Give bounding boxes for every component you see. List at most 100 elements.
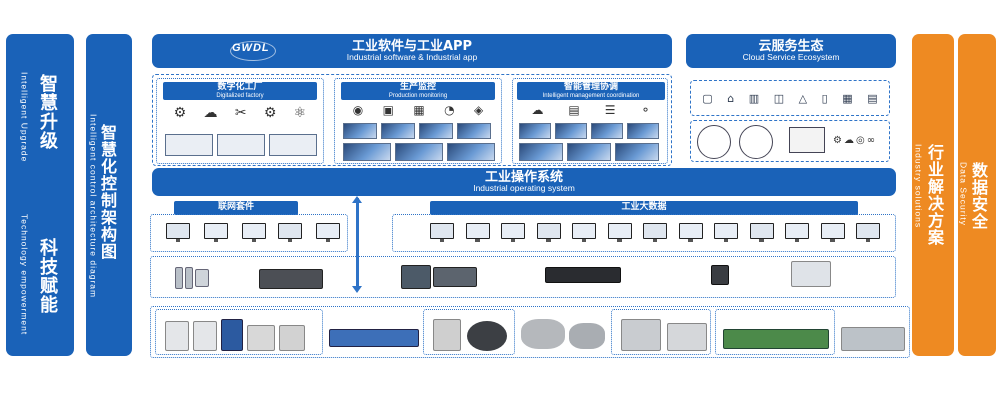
monitor-icon bbox=[749, 223, 774, 242]
production-monitoring-title: 生产监控 Production monitoring bbox=[341, 82, 495, 100]
monitor-screen bbox=[243, 224, 265, 238]
panel-intelligent-management: 智能管理协调 Intelligent management coordinati… bbox=[512, 78, 668, 164]
factory-icon: ⌂ bbox=[727, 91, 735, 105]
mgmt-thumb-4 bbox=[627, 123, 659, 139]
arrow-up-icon bbox=[352, 196, 362, 203]
banner-solutions-en: Industry solutions bbox=[913, 144, 924, 229]
monitor-icon bbox=[856, 223, 880, 242]
autoclave-icon-2 bbox=[569, 323, 605, 349]
database-icon: ◫ bbox=[773, 91, 785, 105]
monitor-thumb-4 bbox=[457, 123, 491, 139]
equipment-group-1 bbox=[155, 309, 323, 355]
iot-kit-frame bbox=[150, 214, 348, 252]
monitor-icon bbox=[785, 223, 809, 242]
monitor-thumb-2 bbox=[381, 123, 415, 139]
process-icon: ⚛ bbox=[293, 105, 307, 121]
cloud-core-box bbox=[789, 127, 825, 153]
monitor-icon bbox=[501, 223, 525, 242]
mgmt-icons: ☁ ▤ ☰ ⚬ bbox=[519, 103, 663, 121]
camera-icon: ◉ bbox=[352, 103, 364, 117]
mgmt-thumb-6 bbox=[567, 143, 611, 161]
gateway-icon bbox=[711, 265, 729, 285]
monitor-icon bbox=[714, 223, 738, 242]
mgmt-thumb-7 bbox=[615, 143, 659, 161]
server-icon: ☰ bbox=[604, 103, 616, 117]
gear-icon: ⚙ bbox=[173, 105, 187, 121]
tools-icon: ✂ bbox=[234, 105, 247, 121]
device-icon: ▢ bbox=[702, 91, 713, 105]
monitor-screen bbox=[502, 224, 524, 238]
os-cn: 工业操作系统 bbox=[484, 169, 563, 185]
digital-factory-en: Digitalized factory bbox=[216, 92, 264, 99]
production-monitoring-en: Production monitoring bbox=[388, 92, 448, 99]
hmi-panel-icon bbox=[791, 261, 831, 287]
monitor-screen bbox=[608, 224, 631, 238]
monitor-screen bbox=[573, 224, 595, 238]
banner-intelligent-upgrade: 智慧升级 Intelligent Upgrade 科技赋能 Technology… bbox=[6, 34, 74, 356]
intelligent-mgmt-cn: 智能管理协调 bbox=[563, 82, 618, 93]
monitor-thumb-6 bbox=[395, 143, 443, 161]
mgmt-thumb-3 bbox=[591, 123, 623, 139]
app-modules-frame bbox=[152, 74, 672, 166]
processing-line-icon bbox=[841, 327, 905, 351]
monitor-thumb-5 bbox=[343, 143, 391, 161]
monitor-screen bbox=[750, 224, 773, 238]
alert-icon: ◈ bbox=[474, 103, 484, 117]
monitor-icon bbox=[430, 223, 454, 242]
banner-data-security: 数据安全 Data Security bbox=[958, 34, 996, 356]
big-data-frame bbox=[392, 214, 896, 252]
header-industrial-software: GWDL 工业软件与工业APP Industrial software & In… bbox=[152, 34, 672, 68]
production-line-icon bbox=[329, 329, 419, 347]
monitor-screen bbox=[279, 224, 301, 238]
tab-iot-kit: 联网套件 bbox=[174, 201, 298, 215]
arrow-down-icon bbox=[352, 286, 362, 293]
monitor-screen bbox=[857, 224, 879, 238]
monitor-icon bbox=[607, 223, 632, 242]
intelligent-mgmt-title: 智能管理协调 Intelligent management coordinati… bbox=[517, 82, 665, 100]
monitor-icon bbox=[316, 223, 340, 242]
dryer-icon bbox=[621, 319, 661, 351]
header-software-cn: 工业软件与工业APP bbox=[351, 38, 473, 54]
cloud-logos-icon: ⚙☁◎∞ bbox=[833, 135, 878, 146]
conveyor-line-icon bbox=[723, 329, 829, 349]
monitor-screen bbox=[167, 224, 189, 238]
monitor-screen bbox=[317, 224, 339, 238]
furnace-icon-5 bbox=[279, 325, 305, 351]
monitor-icon bbox=[204, 223, 228, 242]
banner-solutions-cn: 行业解决方案 bbox=[925, 144, 944, 246]
network-icon: ⚬ bbox=[640, 103, 651, 117]
controller-icon-2 bbox=[433, 267, 477, 287]
warning-icon: △ bbox=[798, 91, 808, 105]
furnace-icon-4 bbox=[247, 325, 275, 351]
vacuum-furnace-icon bbox=[433, 319, 461, 351]
data-icon: ▥ bbox=[748, 91, 760, 105]
header-industrial-os: 工业操作系统 Industrial operating system bbox=[152, 168, 896, 196]
banner-architecture-cn: 智慧化控制架构图 bbox=[98, 124, 117, 260]
banner-control-architecture: 智慧化控制架构图 Intelligent control architectur… bbox=[86, 34, 132, 356]
banner-upgrade-en: Intelligent Upgrade bbox=[19, 72, 30, 163]
monitor-screen bbox=[431, 224, 453, 238]
header-cloud-service: 云服务生态 Cloud Service Ecosystem bbox=[686, 34, 896, 68]
big-data-cn: 工业大数据 bbox=[621, 202, 667, 213]
furnace-icon bbox=[165, 321, 189, 351]
banner-architecture-en: Intelligent control architecture diagram bbox=[88, 114, 99, 299]
banner-security-en: Data Security bbox=[958, 162, 969, 227]
equipment-group-2 bbox=[423, 309, 515, 355]
monitoring-icons: ◉ ▣ ▦ ◔ ◈ bbox=[343, 103, 493, 121]
monitor-icon bbox=[820, 223, 845, 242]
equipment-group-4 bbox=[715, 309, 835, 355]
monitor-thumb-1 bbox=[343, 123, 377, 139]
analytics-icon: ▦ bbox=[842, 91, 853, 105]
rtu-device-icon-2 bbox=[185, 267, 193, 289]
cloud-diagram-box: ⚙☁◎∞ bbox=[690, 120, 890, 162]
os-en: Industrial operating system bbox=[473, 183, 575, 194]
digital-factory-title: 数字化工厂 Digitalized factory bbox=[163, 82, 317, 100]
panel-digital-factory: 数字化工厂 Digitalized factory ⚙ ☁ ✂ ⚙ ⚛ bbox=[156, 78, 324, 164]
furnace-icon-3 bbox=[221, 319, 243, 351]
document-icon: ▤ bbox=[568, 103, 580, 117]
rtu-device-icon-3 bbox=[195, 269, 209, 287]
monitor-thumb-3 bbox=[419, 123, 453, 139]
furnace-icon-2 bbox=[193, 321, 217, 351]
banner-empower-en: Technology empowerment bbox=[19, 214, 30, 336]
vertical-connector bbox=[356, 198, 359, 290]
